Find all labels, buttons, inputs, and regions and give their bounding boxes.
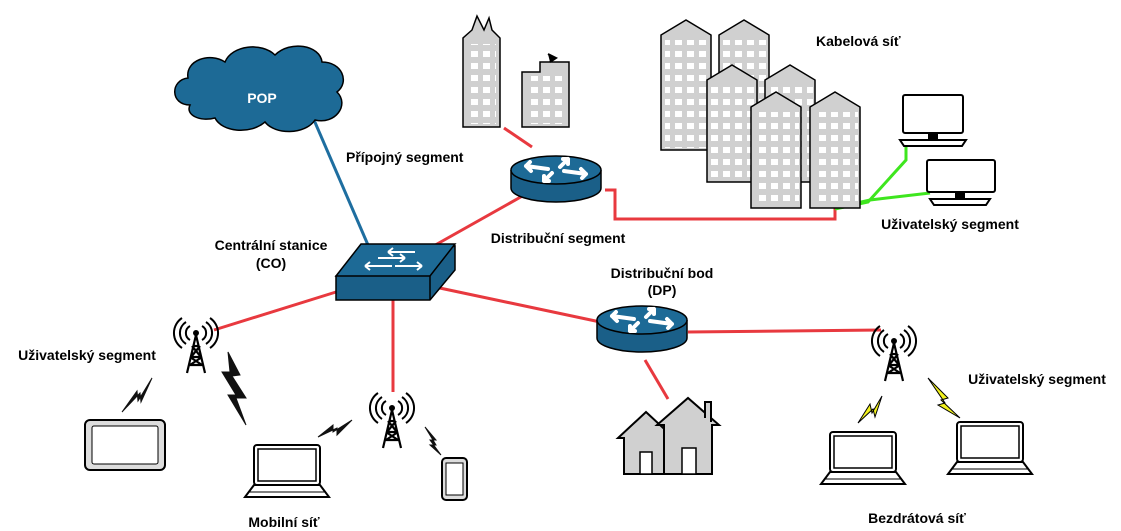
bezdratova-sit-label: Bezdrátová síť — [868, 510, 966, 526]
dp-label: (DP) — [648, 282, 677, 298]
uzivatelsky-segment-cable-label: Uživatelský segment — [881, 216, 1019, 232]
distribucni-segment-label: Distribuční segment — [491, 230, 626, 246]
router-icon — [509, 154, 603, 204]
building-icon — [660, 19, 712, 151]
laptop-icon — [820, 431, 906, 485]
laptop-icon — [244, 444, 330, 498]
cable-buildings — [660, 19, 861, 209]
cloud-icon — [174, 45, 344, 133]
pop-label: POP — [247, 90, 277, 106]
building-icon — [462, 14, 501, 128]
router-icon — [595, 304, 689, 354]
lightning-icon — [121, 351, 442, 456]
co-label: (CO) — [256, 255, 286, 271]
link-router1-buildings — [503, 126, 533, 149]
kabelova-sit-label: Kabelová síť — [816, 33, 901, 49]
desktop-icon — [926, 159, 996, 206]
uzivatelsky-segment-mobile-label: Uživatelský segment — [18, 347, 156, 363]
building-icon — [809, 91, 861, 209]
tower-icon — [870, 324, 918, 383]
uzivatelsky-segment-wireless-label: Uživatelský segment — [968, 371, 1106, 387]
tower-icon — [368, 391, 416, 450]
link-co-router2 — [434, 285, 606, 325]
desktop-icon — [898, 94, 968, 147]
tower-icon — [172, 316, 220, 375]
building-icon — [706, 64, 758, 183]
mobilni-sit-label: Mobilní síť — [248, 514, 320, 530]
pripojny-segment-label: Přípojný segment — [346, 149, 464, 165]
link-pop-co — [312, 119, 370, 246]
tablet-icon — [84, 419, 166, 471]
link-router2-houses — [643, 359, 670, 400]
link-router2-tower3 — [687, 328, 882, 334]
lightning-icon — [857, 377, 961, 424]
link-co-router1 — [429, 192, 527, 250]
house-icon — [654, 396, 722, 475]
distribucni-bod-label: Distribuční bod — [611, 265, 714, 281]
phone-icon — [441, 457, 468, 501]
link-router1-cable — [605, 188, 837, 221]
building-icon — [750, 91, 802, 209]
pop-cloud: POP — [174, 45, 344, 133]
link-co-tower1 — [213, 290, 337, 332]
centralni-stanice-label: Centrální stanice — [215, 237, 328, 253]
laptop-icon — [947, 421, 1033, 475]
switch-icon — [334, 243, 457, 301]
building-icon — [521, 53, 570, 128]
